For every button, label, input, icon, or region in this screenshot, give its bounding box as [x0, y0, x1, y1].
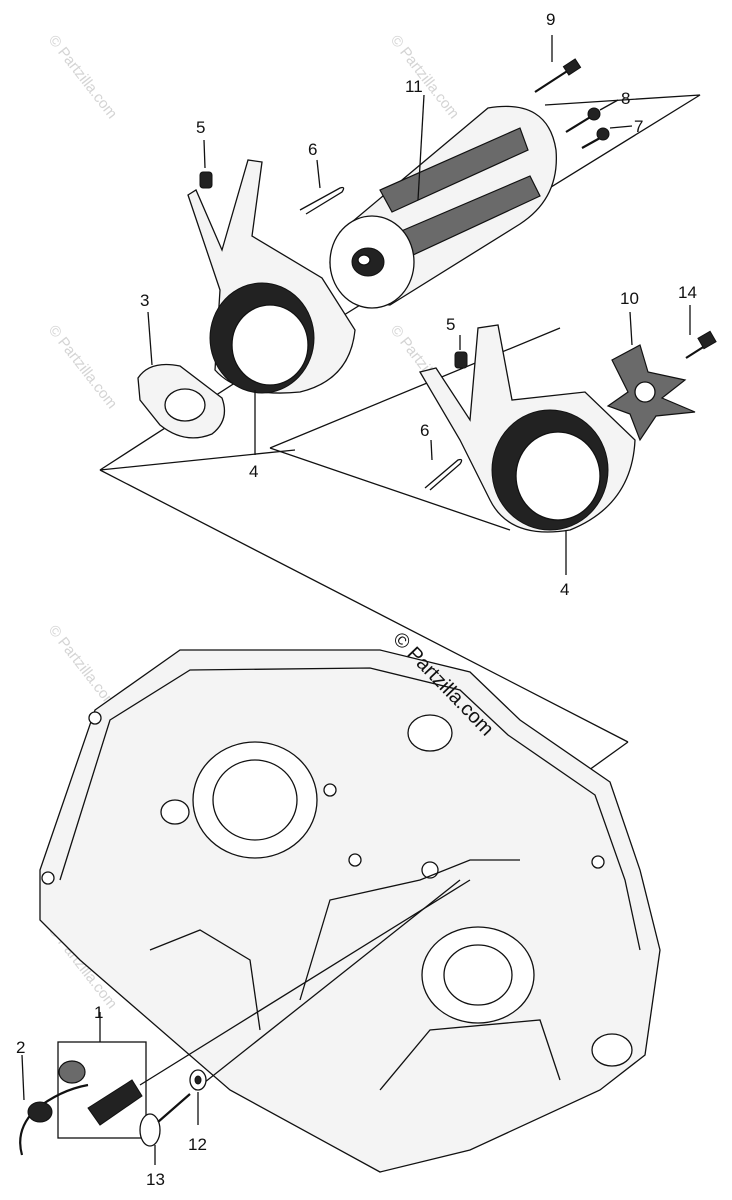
- shift-drum-part-11: [329, 94, 558, 309]
- label-part-7: 7: [634, 117, 643, 136]
- clip-part-6-upper: [299, 159, 345, 215]
- neutral-switch-part-2: [19, 1054, 89, 1156]
- label-part-6-lower: 6: [420, 421, 429, 440]
- bolt-part-7: [581, 125, 633, 149]
- label-part-1: 1: [94, 1003, 103, 1022]
- pin-part-5-upper: [199, 139, 213, 189]
- label-part-6-upper: 6: [308, 140, 317, 159]
- label-part-9: 9: [546, 10, 555, 29]
- drum-stopper-cam-part-10: [606, 311, 696, 442]
- watermark-text: © Partzilla.com: [45, 622, 121, 712]
- watermark-text: © Partzilla.com: [45, 32, 121, 122]
- pin-part-5-lower: [454, 335, 468, 369]
- watermark-text: © Partzilla.com: [45, 322, 121, 412]
- label-part-4-upper: 4: [249, 462, 258, 481]
- label-part-8: 8: [621, 89, 630, 108]
- label-part-3: 3: [140, 291, 149, 310]
- shift-fork-lower-part-4: [418, 324, 636, 575]
- switch-box-part-1: [57, 879, 471, 1139]
- label-part-2: 2: [16, 1038, 25, 1057]
- label-part-10: 10: [620, 289, 639, 308]
- bolt-part-8: [565, 99, 619, 133]
- part-labels: 9 8 7 11 5 6 3 10 14 5 6 4 4 1 2 12 13: [16, 10, 697, 1189]
- shift-fork-upper-part-4: [187, 159, 356, 455]
- clip-part-6-lower: [424, 439, 463, 491]
- watermark-text: © Partzilla.com: [387, 32, 463, 122]
- bolt-part-13: [139, 879, 461, 1165]
- stopper-plate-part-3: [137, 311, 226, 439]
- label-part-5-lower: 5: [446, 315, 455, 334]
- bolt-part-14: [685, 305, 717, 359]
- washer-part-12: [189, 1069, 207, 1125]
- label-part-4-lower: 4: [560, 580, 569, 599]
- label-part-14: 14: [678, 283, 697, 302]
- label-part-5-upper: 5: [196, 118, 205, 137]
- bolt-part-9: [534, 35, 582, 93]
- label-part-12: 12: [188, 1135, 207, 1154]
- label-part-11: 11: [405, 77, 423, 96]
- label-part-13: 13: [146, 1170, 165, 1189]
- crankcase-part-1: [39, 649, 661, 1173]
